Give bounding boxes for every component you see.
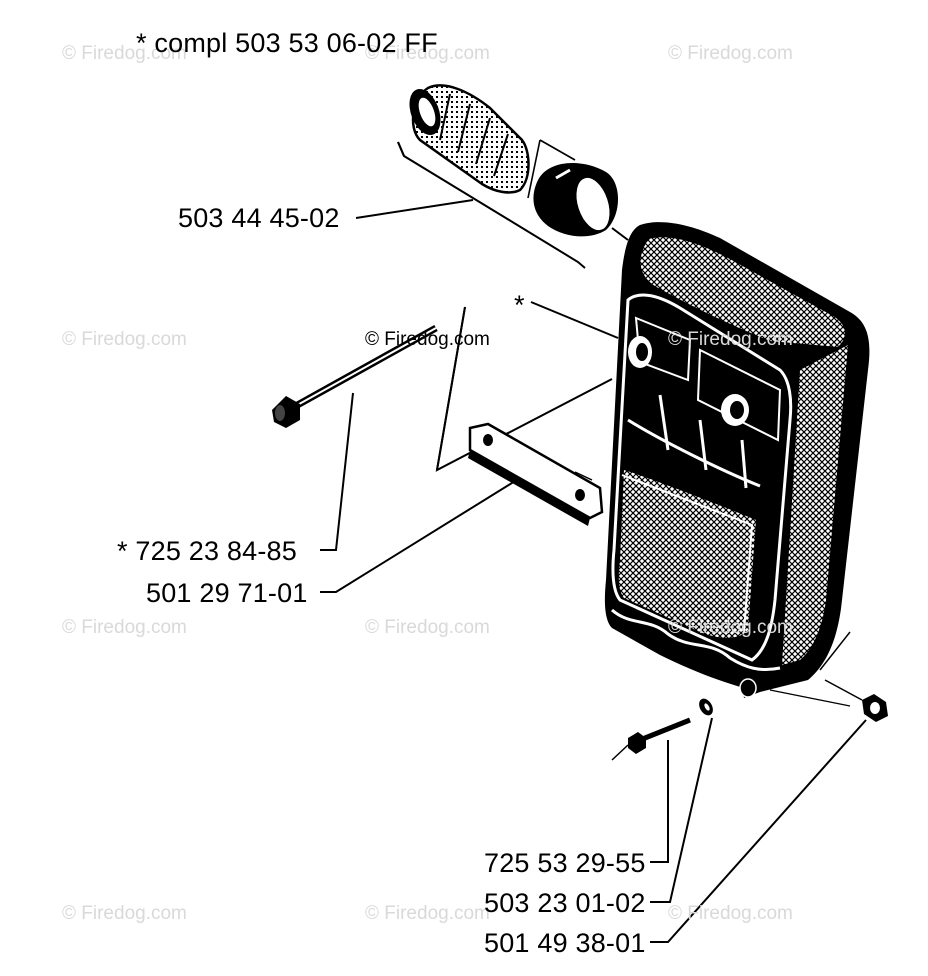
part-label-tank-asterisk: * — [514, 290, 525, 320]
fuel-tank-drawing — [604, 222, 870, 698]
watermark: © Firedog.com — [62, 617, 187, 638]
nut-drawing — [769, 679, 888, 722]
watermark: © Firedog.com — [668, 903, 793, 924]
bracket-plate-drawing — [468, 422, 604, 526]
part-label-buffer: 503 44 45-02 — [178, 203, 340, 233]
watermark: © Firedog.com — [62, 43, 187, 64]
watermark: © Firedog.com — [365, 903, 490, 924]
watermark: © Firedog.com — [668, 43, 793, 64]
watermark: © Firedog.com — [365, 617, 490, 638]
watermark: © Firedog.com — [668, 329, 793, 350]
long-bolt-drawing — [272, 324, 438, 428]
small-bolt-drawing — [611, 717, 691, 761]
bracket-leader-lines — [435, 306, 613, 472]
part-label-long-bolt: * 725 23 84-85 — [117, 536, 297, 566]
buffer-spring-drawing — [397, 84, 629, 269]
part-label-small-bolt: 725 53 29-55 — [484, 848, 646, 878]
leader-lines — [320, 199, 867, 943]
watermark: © Firedog.com — [62, 903, 187, 924]
part-label-bracket-plate: 501 29 71-01 — [146, 578, 308, 608]
watermark: © Firedog.com — [365, 43, 490, 64]
part-label-washer: 503 23 01-02 — [484, 888, 646, 918]
watermark: © Firedog.com — [62, 329, 187, 350]
watermark: © Firedog.com — [668, 617, 793, 638]
header-note: * compl 503 53 06-02 FF — [136, 28, 438, 58]
washer-drawing — [699, 698, 713, 716]
watermark: © Firedog.com — [365, 329, 490, 350]
part-label-nut: 501 49 38-01 — [484, 928, 646, 958]
